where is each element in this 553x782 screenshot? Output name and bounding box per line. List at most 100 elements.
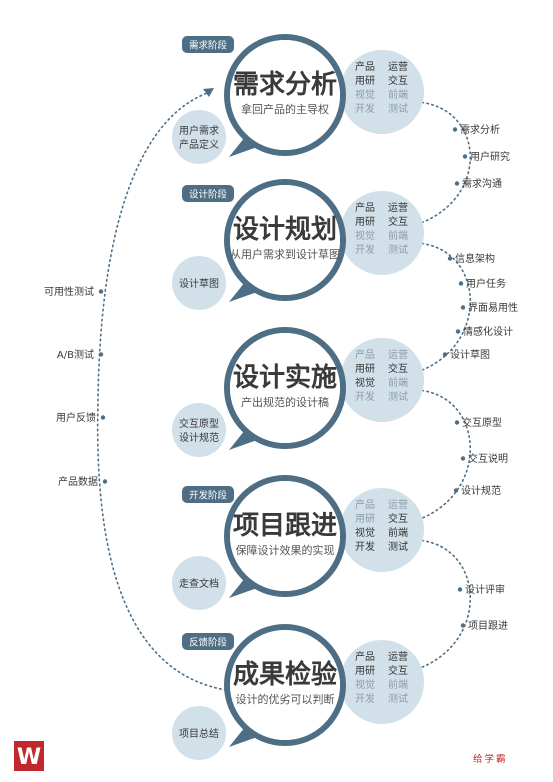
- speech-tail-icon: [229, 430, 257, 450]
- role-label: 交互: [388, 215, 408, 228]
- role-label: 产品: [355, 60, 375, 73]
- stage-layer: 产品运营用研交互视觉前端开发测试用户需求产品定义需求分析拿回产品的主导权需求阶段…: [172, 34, 518, 760]
- role-label: 前端: [388, 526, 408, 539]
- role-label: 前端: [388, 376, 408, 389]
- stage-tag-label: 需求阶段: [189, 40, 228, 52]
- role-label: 开发: [355, 692, 375, 705]
- roles-bubble: [340, 338, 424, 422]
- role-label: 用研: [355, 75, 375, 87]
- role-label: 测试: [388, 243, 408, 256]
- stage-title: 需求分析: [233, 70, 337, 100]
- connector-path: [389, 242, 471, 379]
- task-label: 设计评审: [465, 583, 505, 596]
- task-dot-icon: [442, 352, 448, 357]
- role-label: 产品: [355, 650, 375, 663]
- role-label: 开发: [355, 390, 375, 403]
- task-label: 情感化设计: [463, 325, 513, 338]
- output-label: 交互原型: [179, 417, 219, 430]
- stage-group: 产品运营用研交互视觉前端开发测试项目总结成果检验设计的优劣可以判断反馈阶段: [172, 624, 424, 760]
- role-label: 运营: [388, 348, 408, 361]
- stage-ring-inner: [230, 630, 340, 740]
- role-label: 视觉: [355, 229, 375, 242]
- role-label: 运营: [388, 201, 408, 214]
- stage-group: 产品运营用研交互视觉前端开发测试走查文档项目跟进保障设计效果的实现开发阶段设计评…: [172, 475, 508, 632]
- stage-ring-inner: [230, 333, 340, 443]
- stage-tag-label: 反馈阶段: [189, 637, 228, 649]
- role-label: 视觉: [355, 526, 375, 539]
- task-dot-icon: [460, 305, 466, 310]
- stage-ring-inner: [230, 481, 340, 591]
- feedback-dot-icon: [98, 289, 104, 294]
- task-label: 界面易用性: [468, 301, 518, 314]
- stage-title: 成果检验: [233, 659, 337, 690]
- stage-subtitle: 拿回产品的主导权: [241, 102, 329, 116]
- output-label: 设计规范: [179, 431, 219, 444]
- role-label: 测试: [388, 692, 408, 705]
- speech-tail-icon: [229, 282, 257, 302]
- role-label: 开发: [355, 243, 375, 256]
- role-label: 运营: [388, 650, 408, 663]
- role-label: 前端: [388, 678, 408, 691]
- stage-ring-inner: [230, 185, 340, 295]
- role-label: 产品: [355, 201, 375, 214]
- brand-logo-letter: W: [17, 745, 41, 770]
- task-dot-icon: [452, 127, 458, 132]
- stage-title: 设计规划: [233, 215, 337, 245]
- output-bubble: [172, 556, 226, 610]
- role-label: 测试: [388, 102, 408, 115]
- output-bubble: [172, 256, 226, 310]
- task-dot-icon: [453, 488, 459, 493]
- role-label: 测试: [388, 390, 408, 403]
- task-dot-icon: [454, 420, 460, 425]
- output-label: 走查文档: [179, 577, 219, 590]
- role-label: 交互: [388, 512, 408, 525]
- role-label: 用研: [355, 665, 375, 677]
- connector-path: [389, 389, 471, 527]
- feedback-loop-path: [96, 91, 227, 691]
- task-dot-icon: [457, 587, 463, 592]
- role-label: 开发: [355, 540, 375, 553]
- output-label: 项目总结: [179, 727, 219, 740]
- role-label: 视觉: [355, 88, 375, 101]
- output-label: 用户需求: [179, 124, 219, 137]
- task-label: 需求分析: [460, 123, 500, 136]
- role-label: 用研: [355, 216, 375, 228]
- stage-group: 产品运营用研交互视觉前端开发测试交互原型设计规范设计实施产出规范的设计稿交互原型…: [172, 327, 508, 497]
- feedback-dot-icon: [98, 352, 104, 357]
- role-label: 用研: [355, 363, 375, 375]
- task-dot-icon: [460, 456, 466, 461]
- stage-group: 产品运营用研交互视觉前端开发测试用户需求产品定义需求分析拿回产品的主导权需求阶段…: [172, 34, 510, 190]
- stage-tag: [182, 36, 234, 53]
- role-label: 视觉: [355, 376, 375, 389]
- role-label: 用研: [355, 513, 375, 525]
- output-bubble: [172, 110, 226, 164]
- task-label: 交互原型: [462, 416, 502, 429]
- stage-title: 项目跟进: [233, 511, 337, 541]
- speech-tail-icon: [229, 727, 257, 747]
- speech-tail-icon: [229, 137, 257, 157]
- role-label: 视觉: [355, 678, 375, 691]
- role-label: 测试: [388, 540, 408, 553]
- task-label: 项目跟进: [468, 620, 508, 632]
- task-dot-icon: [455, 329, 461, 334]
- role-label: 产品: [355, 498, 375, 511]
- stage-tag: [182, 185, 234, 202]
- speech-tail-icon: [229, 578, 257, 598]
- role-label: 开发: [355, 102, 375, 115]
- role-label: 运营: [388, 60, 408, 73]
- task-label: 用户研究: [470, 150, 510, 163]
- feedback-label: A/B测试: [57, 348, 94, 361]
- task-label: 交互说明: [468, 452, 508, 465]
- brand-name: 给学霸: [473, 753, 508, 765]
- output-bubble: [172, 403, 226, 457]
- task-dot-icon: [458, 281, 464, 286]
- output-label: 产品定义: [179, 138, 219, 151]
- brand-layer: W 给学霸: [14, 741, 508, 771]
- task-dot-icon: [460, 623, 466, 628]
- stage-subtitle: 设计的优劣可以判断: [236, 692, 335, 706]
- task-dot-icon: [454, 181, 460, 186]
- brand-logo-icon: [14, 741, 44, 771]
- feedback-dot-icon: [102, 479, 108, 484]
